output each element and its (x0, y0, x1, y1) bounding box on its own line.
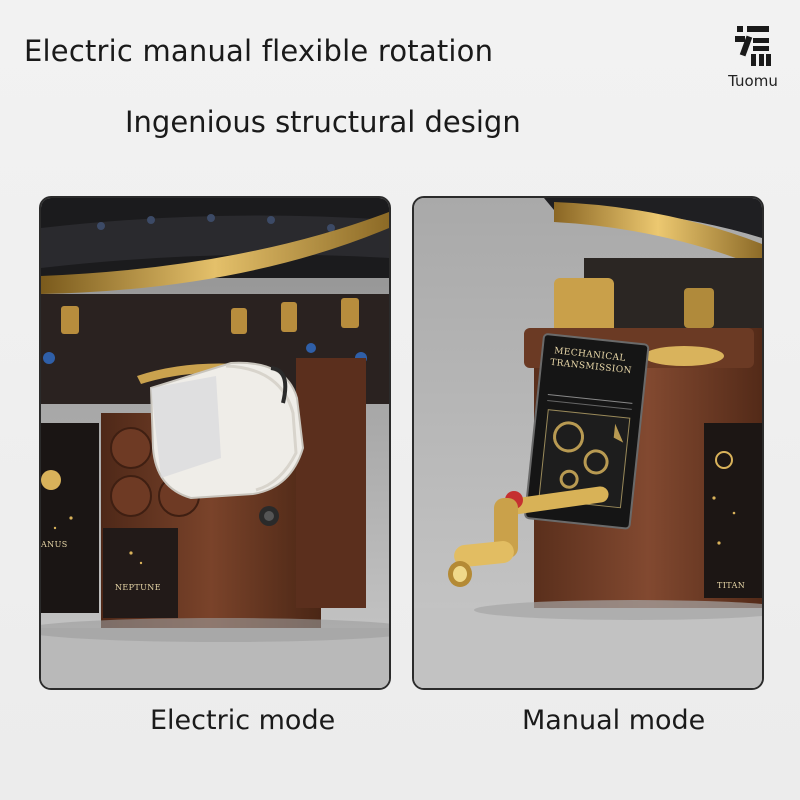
electric-mode-caption: Electric mode (150, 705, 336, 736)
tile-label-neptune: NEPTUNE (115, 583, 161, 592)
tile-label-titan: TITAN (717, 581, 746, 590)
brand-name: Tuomu (728, 72, 778, 90)
electric-mode-image: ANUS NEPTUNE (39, 196, 391, 690)
manual-mode-caption: Manual mode (522, 705, 706, 736)
brand-logo: Tuomu (720, 24, 786, 94)
manual-mode-image: MECHANICAL TRANSMISSION TITAN (412, 196, 764, 690)
tile-label-uranus: ANUS (41, 540, 68, 549)
tuomu-logo-icon (735, 26, 771, 66)
subheadline: Ingenious structural design (125, 105, 521, 139)
headline: Electric manual flexible rotation (24, 34, 494, 68)
